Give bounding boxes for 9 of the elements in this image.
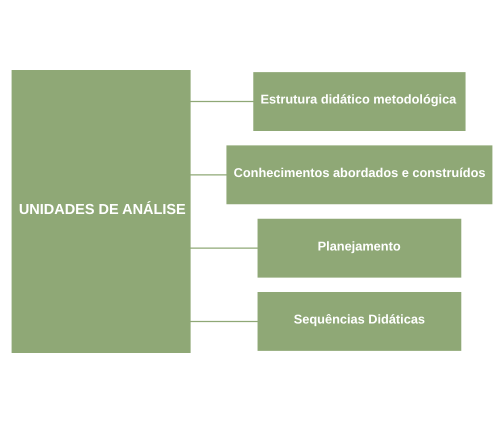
connector — [190, 320, 258, 322]
node-box: Sequências Didáticas — [258, 292, 462, 351]
connector — [190, 100, 254, 102]
node-box: Estrutura didático metodológica — [253, 72, 466, 131]
node-box: Conhecimentos abordados e construídos — [226, 145, 492, 204]
node-box: Planejamento — [258, 218, 462, 278]
connector — [190, 248, 258, 249]
connector — [190, 174, 227, 176]
node-box: UNIDADES DE ANÁLISE — [12, 70, 191, 354]
